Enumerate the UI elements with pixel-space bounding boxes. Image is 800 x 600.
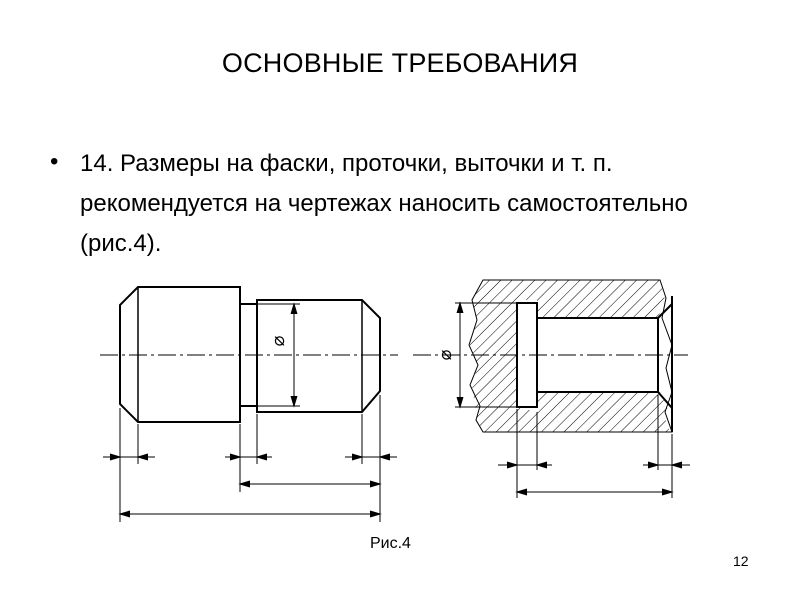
- technical-drawing: ⌀: [100, 279, 690, 522]
- slide-title: ОСНОВНЫЕ ТРЕБОВАНИЯ: [221, 48, 579, 78]
- bullet-text: 14. Размеры на фаски, проточки, выточки …: [80, 150, 688, 257]
- diameter-label-housing: ⌀: [435, 349, 455, 360]
- bullet-marker: •: [50, 148, 59, 175]
- housing-dimensions: [413, 301, 690, 498]
- shaft-drawing: [119, 286, 381, 423]
- diameter-label-shaft: ⌀: [268, 335, 288, 346]
- housing-section-lower: [475, 392, 672, 432]
- shaft-dimensions: [100, 302, 398, 522]
- page-number: 12: [733, 553, 749, 569]
- figure-caption: Рис.4: [370, 535, 411, 552]
